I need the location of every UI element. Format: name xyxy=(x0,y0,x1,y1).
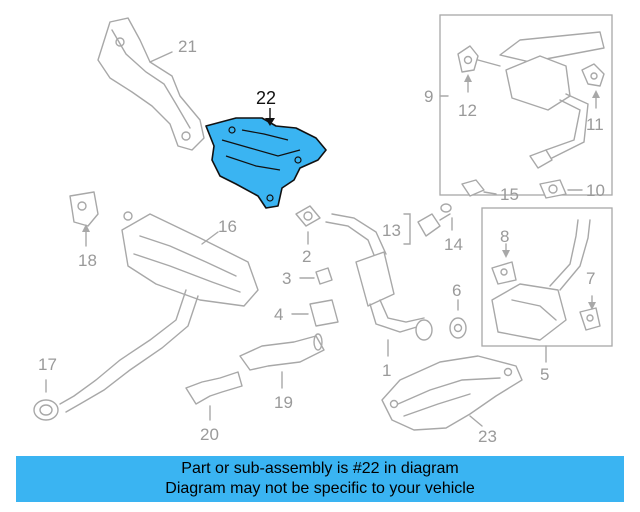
part-12-hanger[interactable] xyxy=(457,45,501,73)
part-22-heat-shield-highlighted[interactable] xyxy=(205,117,327,209)
part-13-sensor[interactable] xyxy=(417,203,452,237)
part-20-pipe[interactable] xyxy=(185,371,243,405)
part-23-heat-shield[interactable] xyxy=(381,355,523,431)
callout-14: 14 xyxy=(444,235,463,254)
callout-11: 11 xyxy=(586,115,604,134)
part-8-hanger[interactable] xyxy=(491,261,517,285)
callout-1: 1 xyxy=(382,361,391,380)
part-17-clamp[interactable] xyxy=(33,399,59,421)
part-15-gasket[interactable] xyxy=(461,179,485,197)
callout-13: 13 xyxy=(382,221,401,240)
callout-6: 6 xyxy=(452,281,461,300)
part-10-gasket[interactable] xyxy=(539,179,567,199)
part-11-hanger[interactable] xyxy=(581,63,605,87)
part-4-bracket[interactable] xyxy=(309,299,339,327)
callout-19: 19 xyxy=(274,393,293,412)
part-16-front-pipe[interactable] xyxy=(59,211,259,413)
callout-16: 16 xyxy=(218,217,237,236)
callout-17: 17 xyxy=(38,355,57,374)
callout-2: 2 xyxy=(302,247,311,266)
callout-12: 12 xyxy=(458,101,477,120)
banner-line-part: Part or sub-assembly is #22 in diagram xyxy=(181,460,459,477)
callout-23: 23 xyxy=(478,427,497,446)
part-18-bracket[interactable] xyxy=(69,191,99,227)
callout-20: 20 xyxy=(200,425,219,444)
callout-3: 3 xyxy=(282,269,291,288)
assembly-box-9 xyxy=(439,14,613,196)
callout-8: 8 xyxy=(500,227,509,246)
part-7-hanger[interactable] xyxy=(579,307,601,331)
assembly-box-5 xyxy=(481,207,613,347)
part-19-pipe[interactable] xyxy=(239,333,325,371)
part-5-muffler[interactable] xyxy=(491,219,591,341)
info-banner: Part or sub-assembly is #22 in diagram D… xyxy=(16,456,624,502)
callout-21: 21 xyxy=(178,37,197,56)
callout-15: 15 xyxy=(500,185,519,204)
part-21-heat-shield[interactable] xyxy=(97,17,205,151)
part-3-nut[interactable] xyxy=(315,267,333,285)
callout-7: 7 xyxy=(586,269,595,288)
callout-9: 9 xyxy=(424,87,433,106)
callout-4: 4 xyxy=(274,305,283,324)
exhaust-parts-diagram: 21 22 9 12 11 15 xyxy=(33,14,613,446)
part-6-gasket[interactable] xyxy=(449,317,467,339)
part-1-catalytic-converter[interactable] xyxy=(325,213,433,341)
part-2-gasket[interactable] xyxy=(295,205,321,227)
banner-line-disclaimer: Diagram may not be specific to your vehi… xyxy=(165,480,475,497)
callout-5: 5 xyxy=(540,365,549,384)
callout-10: 10 xyxy=(586,181,605,200)
callout-18: 18 xyxy=(78,251,97,270)
callout-22: 22 xyxy=(256,88,276,108)
callout-22-arrow-icon xyxy=(265,118,275,126)
part-9-muffler-assembly[interactable] xyxy=(499,31,605,169)
